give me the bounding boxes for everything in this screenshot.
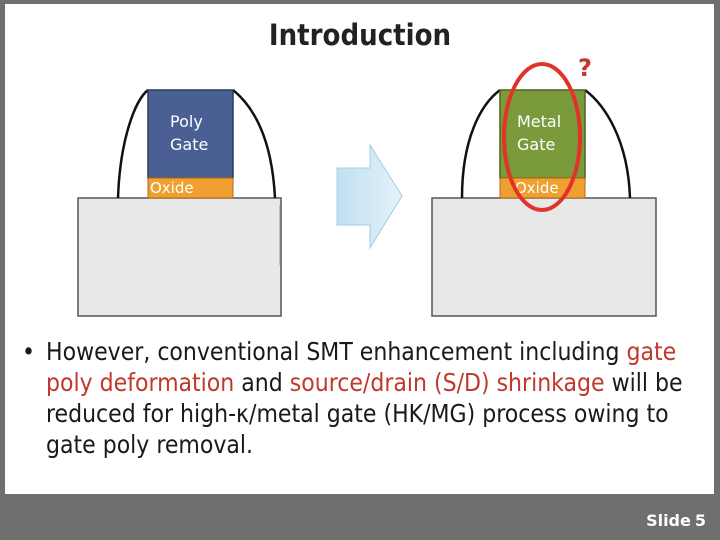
highlight-gate-poly-deformation: gate poly deformation	[46, 337, 677, 397]
metal-gate	[499, 89, 586, 179]
bullet-text-part2: and	[234, 368, 290, 397]
left-spacer-left	[116, 89, 149, 199]
slide-number-label: Slide	[646, 511, 691, 530]
poly-gate-label-line1: Poly	[170, 112, 203, 131]
right-spacer-right	[584, 89, 632, 199]
bullet-text-part1: However, conventional SMT enhancement in…	[46, 337, 627, 366]
left-spacer-right	[232, 89, 277, 199]
highlight-sd-shrinkage: source/drain (S/D) shrinkage	[289, 368, 605, 397]
slide-number-value: 5	[694, 511, 706, 530]
poly-gate	[147, 89, 234, 179]
left-oxide-label: Oxide	[150, 179, 194, 197]
right-oxide	[499, 177, 586, 199]
transition-arrow	[336, 143, 403, 250]
transistor-diagram: Poly Gate Oxide Metal Gate Oxide ?	[77, 54, 657, 317]
bullet-paragraph: However, conventional SMT enhancement in…	[46, 336, 712, 460]
metal-gate-label-line2: Gate	[517, 135, 555, 154]
left-oxide	[147, 177, 234, 199]
bullet-marker: •	[22, 337, 36, 366]
highlight-circle	[502, 62, 582, 212]
bullet-text-part3: will be reduced for high-κ/metal gate (H…	[46, 368, 683, 459]
left-substrate	[77, 197, 282, 317]
bullet-text: • However, conventional SMT enhancement …	[22, 336, 712, 460]
poly-transistor: Poly Gate Oxide	[77, 89, 282, 317]
right-spacer-left	[460, 89, 501, 199]
metal-gate-label-line1: Metal	[517, 112, 561, 131]
right-oxide-label: Oxide	[515, 179, 559, 197]
metal-transistor: Metal Gate Oxide ?	[431, 54, 657, 317]
question-mark: ?	[578, 54, 592, 82]
poly-gate-label-line2: Gate	[170, 135, 208, 154]
slide-title: Introduction	[268, 18, 452, 52]
right-substrate	[431, 197, 657, 317]
